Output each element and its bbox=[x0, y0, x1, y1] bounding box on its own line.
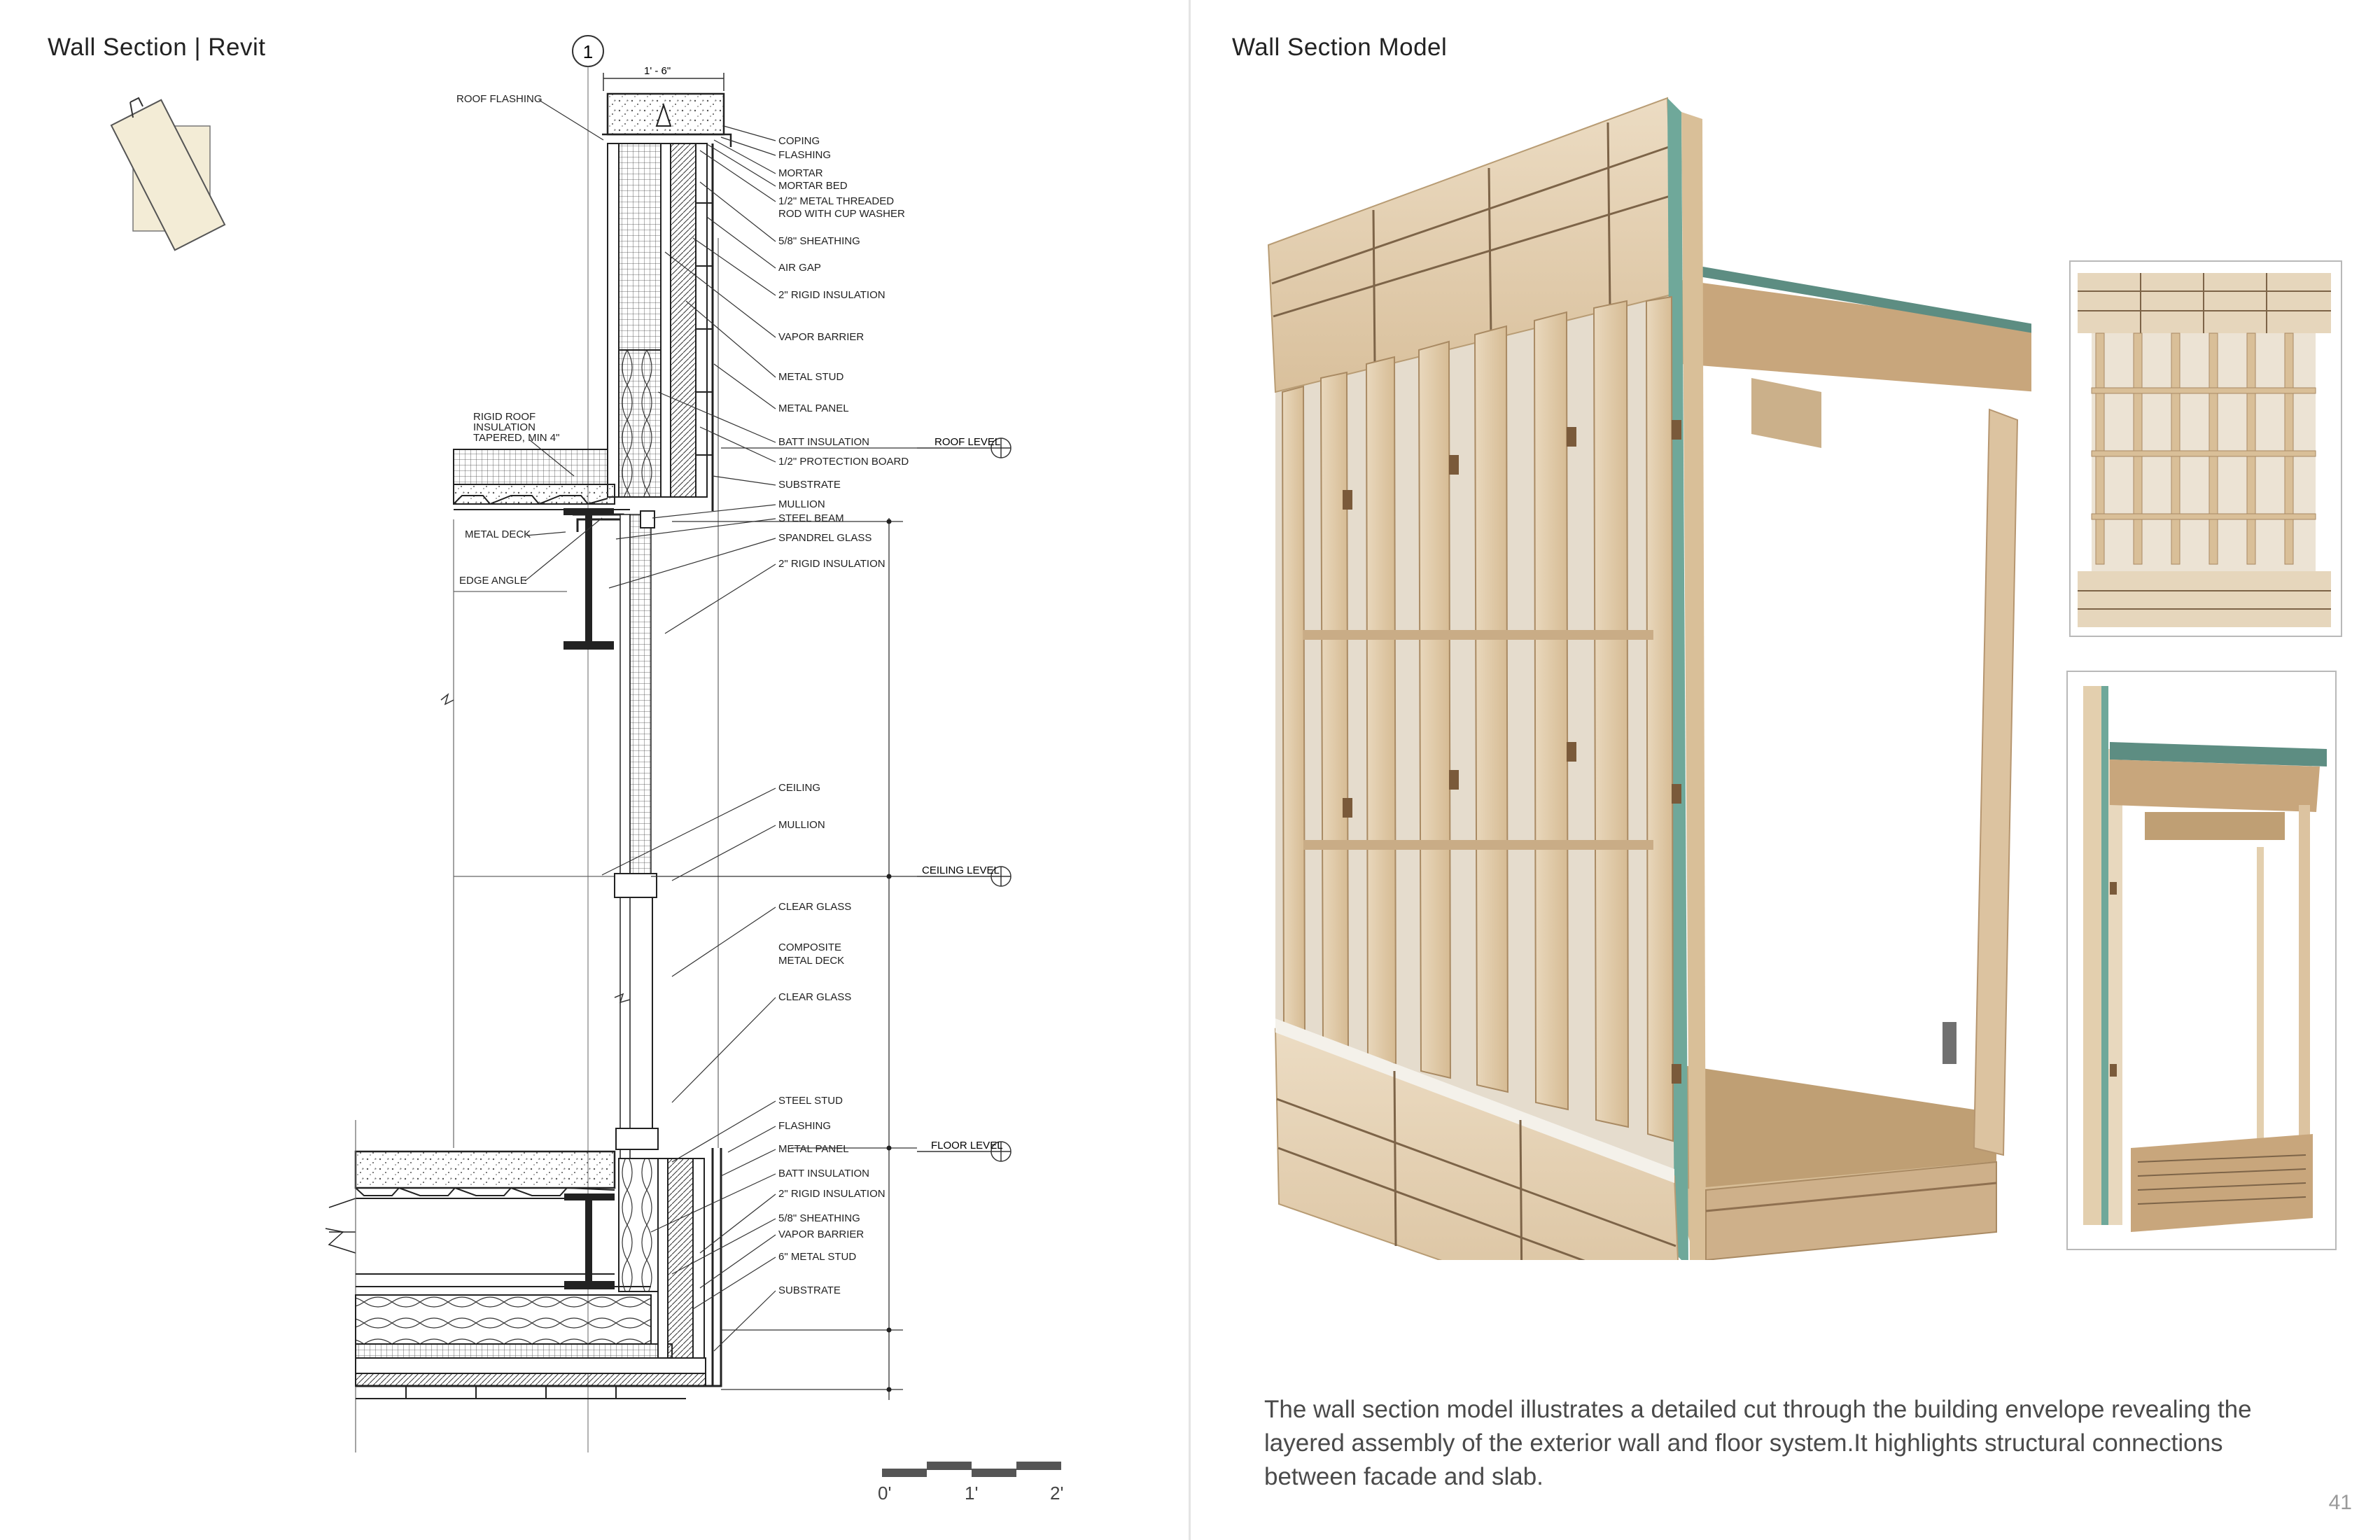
scale-bar: 0' 1' 2' bbox=[878, 1462, 1063, 1504]
label-ceiling: CEILING bbox=[778, 782, 820, 794]
model-inset-side bbox=[2066, 671, 2337, 1250]
label-rigid-roof-3: TAPERED, MIN 4" bbox=[473, 432, 559, 444]
left-page: Wall Section | Revit bbox=[48, 34, 1063, 1504]
scale-zero: 0' bbox=[878, 1483, 891, 1504]
scale-two: 2' bbox=[1050, 1483, 1063, 1504]
label-vapor-barrier: VAPOR BARRIER bbox=[778, 331, 864, 343]
model-caption: The wall section model illustrates a det… bbox=[1264, 1396, 2252, 1490]
top-dimension: 1' - 6" bbox=[603, 65, 724, 91]
label-mortar-bed: MORTAR BED bbox=[778, 180, 848, 192]
label-rigid-roof-1: RIGID ROOF bbox=[473, 411, 536, 423]
label-sheathing-2: 5/8" SHEATHING bbox=[778, 1212, 860, 1224]
label-metal-stud: METAL STUD bbox=[778, 371, 844, 383]
floor-level-label: FLOOR LEVEL bbox=[931, 1140, 1003, 1152]
label-protection-board: 1/2" PROTECTION BOARD bbox=[778, 456, 909, 468]
label-mullion-2: MULLION bbox=[778, 819, 825, 831]
page-title: Wall Section Model bbox=[1232, 34, 1448, 61]
wall-model-image bbox=[1267, 97, 2031, 1260]
label-flashing: FLASHING bbox=[778, 149, 831, 161]
label-rigid-roof-2: INSULATION bbox=[473, 421, 536, 433]
label-batt-insulation-2: BATT INSULATION bbox=[778, 1168, 869, 1180]
label-metal-panel-2: METAL PANEL bbox=[778, 1143, 849, 1155]
label-clear-glass-2: CLEAR GLASS bbox=[778, 991, 851, 1003]
label-steel-stud: STEEL STUD bbox=[778, 1095, 843, 1107]
label-metal-panel: METAL PANEL bbox=[778, 402, 849, 414]
label-metal-deck: METAL DECK bbox=[465, 528, 531, 540]
label-metal-rod-2: ROD WITH CUP WASHER bbox=[778, 208, 905, 220]
label-composite-1: COMPOSITE bbox=[778, 941, 841, 953]
label-substrate-2: SUBSTRATE bbox=[778, 1284, 841, 1296]
label-rigid-insulation-2: 2" RIGID INSULATION bbox=[778, 558, 886, 570]
label-steel-beam: STEEL BEAM bbox=[778, 512, 844, 524]
label-rigid-insulation-3: 2" RIGID INSULATION bbox=[778, 1188, 886, 1200]
page-spine bbox=[1189, 0, 1191, 1540]
label-metal-stud-2: 6" METAL STUD bbox=[778, 1251, 856, 1263]
label-sheathing: 5/8" SHEATHING bbox=[778, 235, 860, 247]
page-title: Wall Section | Revit bbox=[48, 34, 266, 61]
wall-section-drawing: 1 1' - 6" bbox=[110, 35, 1063, 1504]
label-air-gap: AIR GAP bbox=[778, 262, 821, 274]
right-page: Wall Section Model bbox=[1191, 0, 2380, 1540]
label-vapor-barrier-2: VAPOR BARRIER bbox=[778, 1228, 864, 1240]
grid-bubble-label: 1 bbox=[583, 41, 593, 62]
label-coping: COPING bbox=[778, 135, 820, 147]
roof-level-label: ROOF LEVEL bbox=[934, 436, 1000, 448]
level-markers bbox=[917, 438, 1011, 1162]
label-spandrel-glass: SPANDREL GLASS bbox=[778, 532, 872, 544]
key-plan-icon bbox=[110, 97, 226, 251]
label-composite-2: METAL DECK bbox=[778, 955, 844, 967]
label-roof-flashing: ROOF FLASHING bbox=[456, 93, 542, 105]
label-clear-glass: CLEAR GLASS bbox=[778, 901, 851, 913]
label-metal-rod-1: 1/2" METAL THREADED bbox=[778, 195, 894, 207]
label-batt-insulation: BATT INSULATION bbox=[778, 436, 869, 448]
label-rigid-insulation: 2" RIGID INSULATION bbox=[778, 289, 886, 301]
page-number: 41 bbox=[2328, 1491, 2352, 1514]
model-inset-front bbox=[2069, 260, 2342, 637]
label-edge-angle: EDGE ANGLE bbox=[459, 575, 527, 587]
grid-bubble: 1 bbox=[572, 35, 604, 1452]
label-mullion: MULLION bbox=[778, 498, 825, 510]
dimension-label: 1' - 6" bbox=[644, 65, 671, 77]
scale-one: 1' bbox=[965, 1483, 978, 1504]
label-flashing-2: FLASHING bbox=[778, 1120, 831, 1132]
label-substrate: SUBSTRATE bbox=[778, 479, 841, 491]
ceiling-level-label: CEILING LEVEL bbox=[922, 864, 1000, 876]
label-mortar: MORTAR bbox=[778, 167, 823, 179]
